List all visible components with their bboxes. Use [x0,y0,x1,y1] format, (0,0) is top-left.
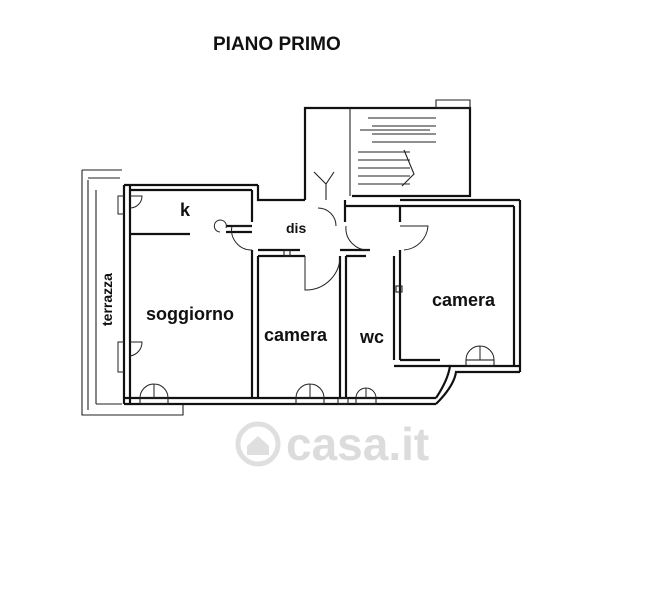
room-label-camera-center: camera [264,325,328,345]
interior-walls [130,106,472,398]
room-label-wc: wc [359,327,384,347]
plan-title: PIANO PRIMO [213,34,341,55]
terrace [81,169,184,416]
svg-text:casa.it: casa.it [286,418,429,470]
staircase [313,99,471,227]
room-label-k: k [180,200,191,220]
room-label-camera-right: camera [432,290,496,310]
watermark-logo: casa.it [235,418,429,470]
room-label-soggiorno: soggiorno [146,304,234,324]
room-label-terrazza: terrazza [99,273,115,326]
doors [117,195,495,405]
room-label-dis: dis [286,220,306,236]
